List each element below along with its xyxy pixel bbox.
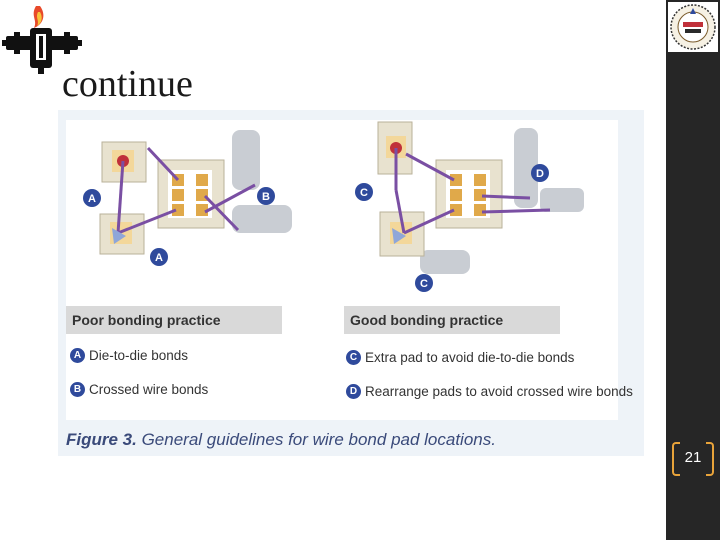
legend-text-b: Crossed wire bonds <box>89 382 209 397</box>
caption-text: General guidelines for wire bond pad loc… <box>136 430 496 449</box>
callout-a-bottom: A <box>150 248 168 266</box>
callout-c-left: C <box>355 183 373 201</box>
legend-text-c: Extra pad to avoid die-to-die bonds <box>365 350 575 365</box>
figure-caption: Figure 3. General guidelines for wire bo… <box>66 430 496 450</box>
institution-logo <box>2 6 82 74</box>
legend-item-d: D Rearrange pads to avoid crossed wire b… <box>346 384 633 399</box>
college-seal-logo <box>668 2 718 52</box>
legend-key-b: B <box>70 382 85 397</box>
callout-c-bottom: C <box>415 274 433 292</box>
callout-a-bottom-text: A <box>155 252 163 264</box>
good-practice-label: Good bonding practice <box>344 306 560 334</box>
callout-b: B <box>257 187 275 205</box>
right-sidebar <box>666 0 720 540</box>
slide-number-text: 21 <box>684 449 702 466</box>
good-practice-diagram <box>377 121 584 274</box>
callout-c-bottom-text: C <box>420 278 428 290</box>
legend-item-b: B Crossed wire bonds <box>70 382 208 397</box>
legend-item-c: C Extra pad to avoid die-to-die bonds <box>346 350 574 365</box>
caption-prefix: Figure 3. <box>66 430 137 449</box>
poor-practice-diagram <box>99 130 292 255</box>
legend-text-a: Die-to-die bonds <box>89 348 189 363</box>
legend-key-a: A <box>70 348 85 363</box>
legend-key-d: D <box>346 384 361 399</box>
poor-practice-label: Poor bonding practice <box>66 306 282 334</box>
slide-title: continue <box>62 63 193 105</box>
callout-d-text: D <box>536 168 544 180</box>
left-bracket <box>672 442 680 476</box>
right-bracket <box>706 442 714 476</box>
legend-item-a: A Die-to-die bonds <box>70 348 188 363</box>
callout-a-left-text: A <box>88 193 96 205</box>
legend-key-c: C <box>346 350 361 365</box>
legend-text-d: Rearrange pads to avoid crossed wire bon… <box>365 384 633 399</box>
callout-c-left-text: C <box>360 187 368 199</box>
callout-a-left: A <box>83 189 101 207</box>
slide-number: 21 <box>672 440 714 476</box>
callout-d: D <box>531 164 549 182</box>
callout-b-text: B <box>262 191 270 203</box>
